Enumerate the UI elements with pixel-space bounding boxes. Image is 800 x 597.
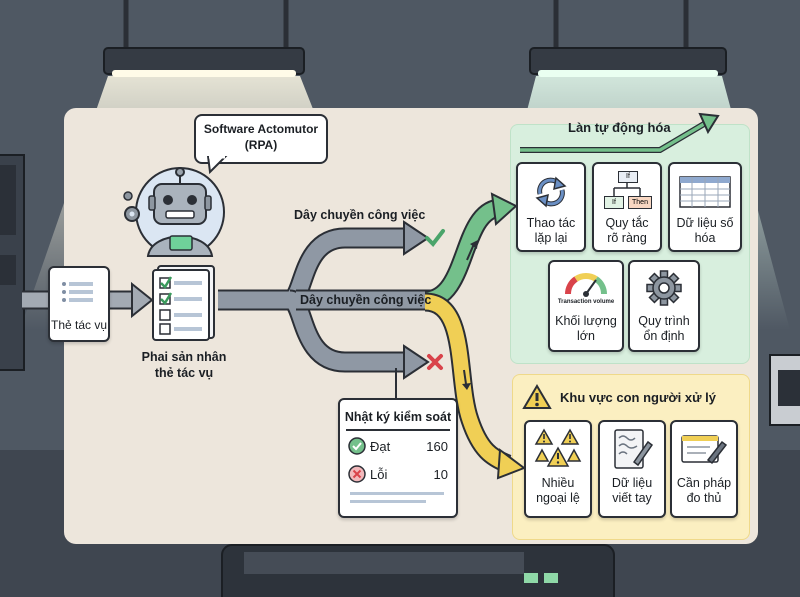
robot-avatar bbox=[123, 167, 225, 257]
warning-icon bbox=[522, 384, 552, 409]
handwriting-icon bbox=[614, 429, 654, 469]
flow-then: Then bbox=[628, 196, 652, 209]
automation-card-volume: Transaction volume Khối lượng lớn bbox=[548, 260, 624, 352]
automation-card-rules: If If Then Quy tắc rõ ràng bbox=[592, 162, 662, 252]
flow-if-top: If bbox=[618, 171, 638, 183]
document-label-line1: Phai sản nhân bbox=[141, 350, 227, 364]
card-label-line2: đo thủ bbox=[686, 491, 722, 505]
bubble-tail bbox=[206, 156, 228, 174]
task-card: Thẻ tác vụ bbox=[48, 266, 110, 342]
card-label-line1: Cần pháp bbox=[676, 476, 732, 490]
log-row-value: 160 bbox=[426, 439, 448, 454]
log-row-label: Lỗi bbox=[370, 467, 388, 482]
card-label-line2: lớn bbox=[577, 329, 595, 343]
list-icon bbox=[62, 282, 93, 302]
automation-card-digital-data: Dữ liệu số hóa bbox=[668, 162, 742, 252]
log-divider bbox=[346, 429, 450, 431]
human-card-judgement: Cần pháp đo thủ bbox=[670, 420, 738, 518]
warning-triangles-icon bbox=[534, 428, 582, 467]
x-icon bbox=[427, 354, 443, 370]
human-card-exceptions: Nhiều ngoại lệ bbox=[524, 420, 592, 518]
flow-if: If bbox=[604, 196, 624, 209]
flowchart-icon bbox=[613, 182, 641, 196]
card-label-line2: rõ ràng bbox=[607, 231, 647, 245]
automation-card-stable: Quy trình ổn định bbox=[628, 260, 700, 352]
automation-title: Làn tự động hóa bbox=[568, 120, 671, 135]
speech-bubble: Software Actomutor (RPA) bbox=[194, 114, 328, 164]
cycle-icon bbox=[535, 176, 567, 208]
gauge-label: Transaction volume bbox=[557, 299, 615, 305]
log-row-value: 10 bbox=[433, 467, 448, 482]
card-label-line1: Nhiều bbox=[541, 476, 575, 490]
card-label-line1: Quy trình bbox=[638, 314, 690, 328]
log-row-label: Đạt bbox=[370, 439, 391, 454]
log-line bbox=[350, 500, 426, 503]
document-label-line2: thẻ tác vụ bbox=[154, 366, 214, 380]
pen-form-icon bbox=[681, 435, 728, 465]
card-label-line2: hóa bbox=[694, 231, 716, 245]
pass-icon bbox=[348, 437, 366, 455]
card-label-line1: Thao tác bbox=[526, 216, 576, 230]
card-label-line1: Khối lượng bbox=[555, 314, 617, 328]
gauge-icon bbox=[564, 272, 608, 297]
fail-icon bbox=[348, 465, 366, 483]
card-label-line1: Quy tắc bbox=[605, 216, 649, 230]
spreadsheet-icon bbox=[679, 176, 731, 208]
card-label-line2: lặp lại bbox=[534, 231, 568, 245]
card-label-line2: viết tay bbox=[612, 491, 652, 505]
lane-label-middle: Dây chuyền công việc bbox=[300, 293, 432, 307]
gear-icon bbox=[646, 270, 682, 306]
log-title: Nhật ký kiểm soát bbox=[344, 410, 452, 424]
card-label-line2: ổn định bbox=[643, 329, 685, 343]
lane-label-top: Dây chuyền công việc bbox=[294, 208, 426, 222]
human-title: Khu vực con người xử lý bbox=[560, 390, 716, 405]
bubble-line1: Software Actomutor bbox=[203, 122, 319, 136]
control-log: Nhật ký kiểm soát Đạt 160 Lỗi 10 bbox=[338, 398, 458, 518]
log-line bbox=[350, 492, 444, 495]
task-card-label: Thẻ tác vụ bbox=[50, 318, 108, 332]
card-label-line2: ngoại lệ bbox=[536, 491, 580, 505]
checklist-document-icon bbox=[152, 265, 215, 341]
bubble-line2: (RPA) bbox=[244, 138, 278, 152]
card-label-line1: Dữ liệu bbox=[611, 476, 653, 490]
human-card-handwritten: Dữ liệu viết tay bbox=[598, 420, 666, 518]
check-icon bbox=[425, 229, 445, 248]
automation-card-repetitive: Thao tác lặp lại bbox=[516, 162, 586, 252]
card-label-line1: Dữ liệu số bbox=[676, 216, 734, 230]
